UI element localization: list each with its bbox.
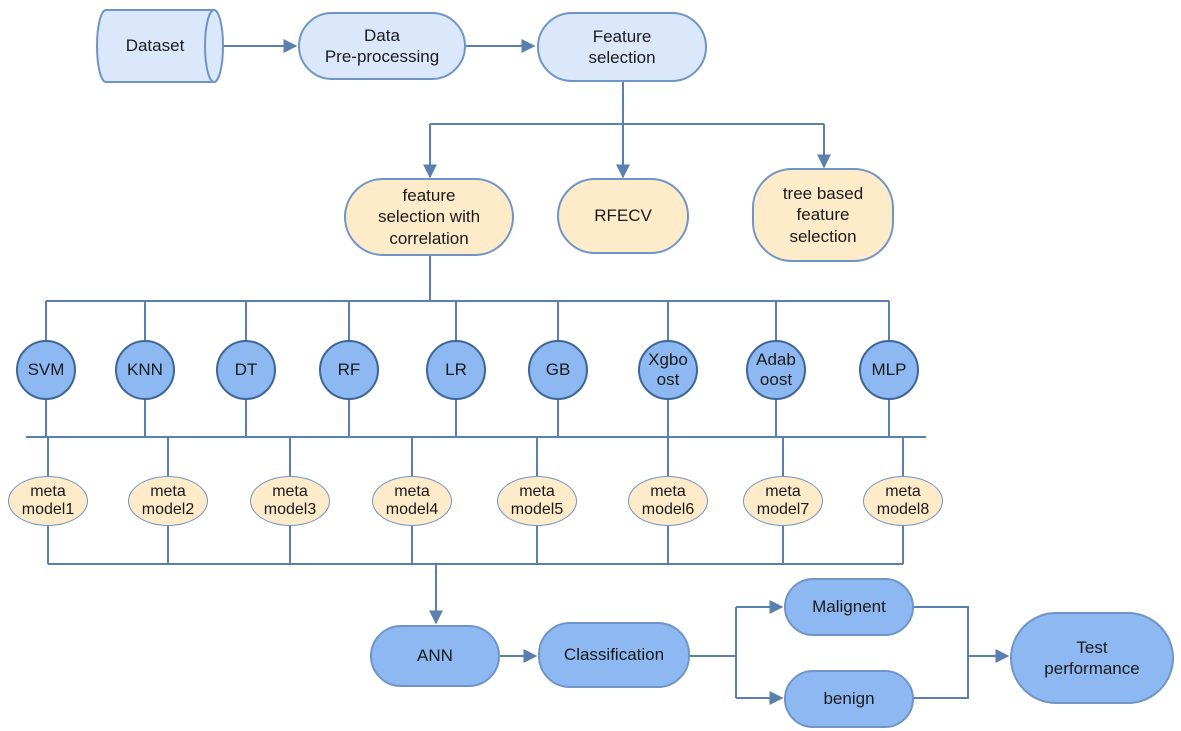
meta-model-node: meta model8 (863, 476, 943, 526)
meta-risers (47, 526, 904, 564)
classifier-node: LR (426, 340, 486, 400)
classifier-node: Xgbo ost (638, 340, 698, 400)
meta-model-node: meta model3 (250, 476, 330, 526)
feature-selection-node: Feature selection (537, 12, 707, 82)
classifier-node: MLP (859, 340, 919, 400)
meta-model-node: meta model2 (128, 476, 208, 526)
classifier-node: KNN (115, 340, 175, 400)
merge-lines (914, 606, 969, 699)
test-performance-node: Test performance (1010, 612, 1174, 704)
classifier-node: Adab oost (746, 340, 806, 400)
malignent-node: Malignent (784, 578, 914, 636)
correlation-node: feature selection with correlation (344, 178, 514, 256)
meta-drops (47, 437, 904, 476)
rfecv-node: RFECV (557, 178, 689, 254)
classifier-drops (45, 301, 890, 340)
meta-model-node: meta model7 (743, 476, 823, 526)
meta-model-node: meta model4 (372, 476, 452, 526)
ann-node: ANN (370, 625, 500, 687)
classifier-node: SVM (16, 340, 76, 400)
classification-node: Classification (538, 622, 690, 688)
meta-model-node: meta model5 (497, 476, 577, 526)
tree-based-node: tree based feature selection (752, 168, 894, 262)
meta-model-node: meta model6 (628, 476, 708, 526)
classifier-risers (45, 398, 890, 437)
classifier-node: DT (216, 340, 276, 400)
classifier-node: RF (319, 340, 379, 400)
dataset-node: Dataset (125, 36, 185, 55)
preprocessing-node: Data Pre-processing (298, 12, 466, 80)
benign-node: benign (784, 670, 914, 728)
meta-model-node: meta model1 (8, 476, 88, 526)
dataset-cylinder-shape (96, 9, 224, 83)
classifier-node: GB (528, 340, 588, 400)
